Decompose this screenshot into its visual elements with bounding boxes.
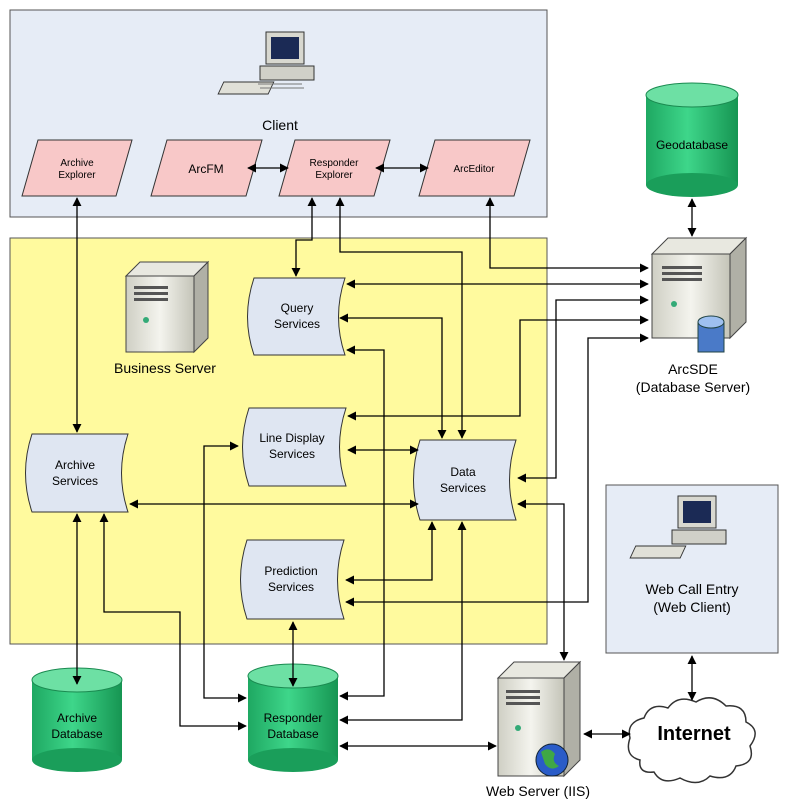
- internet-label: Internet: [657, 723, 731, 745]
- prediction-arcsde-connector: [345, 333, 649, 607]
- arcsde-server-icon: [650, 236, 748, 353]
- responder-database[interactable]: Responder Database: [247, 663, 339, 772]
- arceditor-label: ArcEditor: [453, 164, 495, 175]
- archive-explorer-label-2: Explorer: [58, 170, 96, 181]
- query-services-label-2: Services: [274, 317, 320, 331]
- prediction-services[interactable]: Prediction Services: [240, 539, 345, 620]
- arcsde-subtitle: (Database Server): [636, 379, 750, 395]
- geodatabase-label: Geodatabase: [656, 138, 728, 152]
- responder-explorer-app[interactable]: Responder Explorer: [278, 139, 391, 197]
- responder-database-label-2: Database: [267, 727, 319, 741]
- arcsde-title: ArcSDE: [668, 361, 718, 377]
- archive-services-label-1: Archive: [55, 458, 95, 472]
- web-server-label: Web Server (IIS): [486, 783, 590, 799]
- prediction-services-label-1: Prediction: [264, 564, 317, 578]
- archive-services-label-2: Services: [52, 474, 98, 488]
- archive-services[interactable]: Archive Services: [25, 433, 129, 513]
- web-client-subtitle: (Web Client): [653, 599, 731, 615]
- query-services[interactable]: Query Services: [247, 277, 346, 356]
- data-services-label-1: Data: [450, 465, 476, 479]
- responder-explorer-label-1: Responder: [310, 158, 360, 169]
- client-title: Client: [262, 117, 298, 133]
- line-display-services-label-2: Services: [269, 447, 315, 461]
- data-services[interactable]: Data Services: [413, 439, 517, 521]
- archive-explorer-label-1: Archive: [60, 158, 94, 169]
- business-server-icon: [124, 260, 210, 354]
- geodatabase[interactable]: Geodatabase: [645, 82, 739, 197]
- connectors: [72, 163, 697, 751]
- arcfm-app[interactable]: ArcFM: [150, 139, 263, 197]
- arceditor-app[interactable]: ArcEditor: [418, 139, 531, 197]
- archive-database-label-1: Archive: [57, 711, 97, 725]
- client-computer-icon: [217, 31, 315, 95]
- internet-cloud[interactable]: Internet: [627, 697, 756, 784]
- prediction-services-label-2: Services: [268, 580, 314, 594]
- arceditor-arcsde-connector: [485, 197, 649, 273]
- line-display-services[interactable]: Line Display Services: [242, 407, 347, 487]
- archive-services-responder-db-connector: [99, 513, 247, 731]
- responder-database-label-1: Responder: [264, 711, 323, 725]
- globe-icon: [535, 743, 569, 777]
- data-services-label-2: Services: [440, 481, 486, 495]
- web-client-title: Web Call Entry: [645, 581, 738, 597]
- arcfm-label: ArcFM: [188, 162, 223, 176]
- business-server-title: Business Server: [114, 360, 216, 376]
- data-web-server-connector: [517, 499, 569, 661]
- archive-database-label-2: Database: [51, 727, 103, 741]
- responder-explorer-query-connector: [291, 197, 317, 277]
- archive-explorer-app[interactable]: Archive Explorer: [21, 139, 133, 197]
- responder-explorer-label-2: Explorer: [315, 170, 353, 181]
- data-responder-db-connector: [339, 521, 467, 725]
- line-display-services-label-1: Line Display: [259, 431, 324, 445]
- query-services-label-1: Query: [281, 301, 314, 315]
